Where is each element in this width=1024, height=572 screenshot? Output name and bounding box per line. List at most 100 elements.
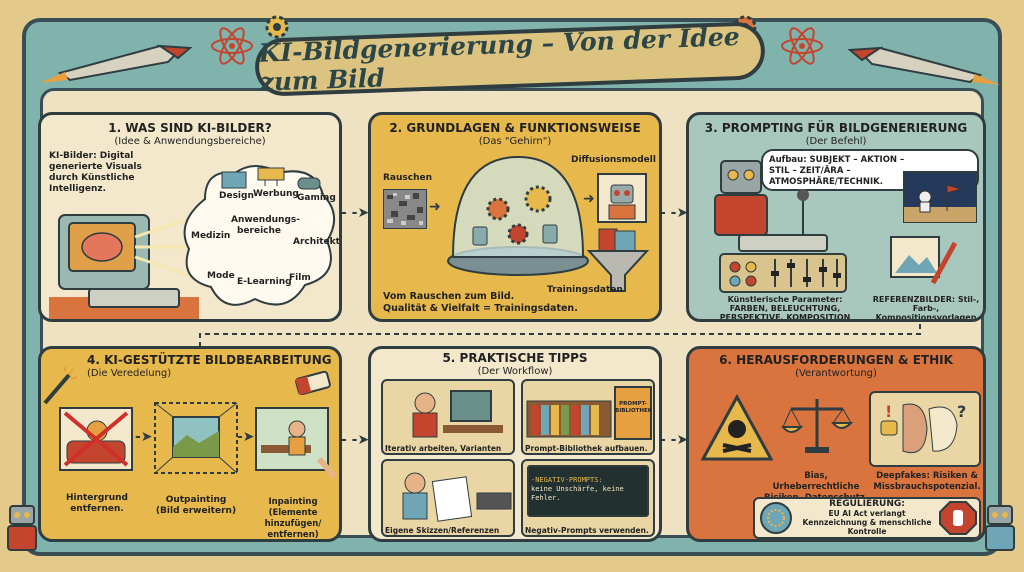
panel-subheading: (Das "Gehirn") <box>478 136 552 147</box>
area-gaming: Gaming <box>297 193 336 203</box>
bookshelf-icon <box>526 386 652 440</box>
dashed-connector <box>199 324 921 346</box>
area-advertising: Werbung <box>253 189 299 199</box>
caption-noise: Vom Rauschen zum Bild. <box>383 291 515 302</box>
gamepad-icon <box>297 177 321 190</box>
panel-ethics: 6. HERAUSFORDERUNGEN & ETHIK (Verantwort… <box>686 346 986 542</box>
area-elearning: E-Learning <box>237 277 292 287</box>
area-architecture: Architektur <box>293 237 340 247</box>
caption-quality: Qualität & Vielfalt = Trainingsdaten. <box>383 303 578 314</box>
panel-subheading: (Idee & Anwendungsbereiche) <box>114 136 266 147</box>
dashed-arrow-icon: - -➤ <box>660 432 689 448</box>
panel-subheading: (Verantwortung) <box>795 368 877 379</box>
application-cloud <box>183 165 335 306</box>
billboard-icon <box>257 167 285 186</box>
regulation-text: EU AI Act verlangt Kennzeichnung & mensc… <box>802 509 932 536</box>
panel-subheading: (Die Veredelung) <box>87 368 172 379</box>
diffusion-dome <box>447 155 589 276</box>
inpainting-label: Inpainting (Elemente hinzufügen/ entfern… <box>264 497 322 540</box>
panel-subheading: (Der Workflow) <box>477 366 553 377</box>
tip-card-negative: -NEGATIV-PROMPTS: keine Unschärfe, keine… <box>521 459 655 537</box>
gear-icon <box>265 15 289 39</box>
eu-seal-icon <box>760 502 792 534</box>
svg-text:!: ! <box>885 402 892 421</box>
svg-text:?: ? <box>957 402 966 421</box>
dashed-arrow-icon: -➤ <box>135 429 153 445</box>
reference-image-icon <box>890 236 957 285</box>
stop-hand-icon <box>939 501 977 535</box>
model-label: Diffusionsmodell <box>571 155 656 165</box>
tip-card-sketches: Eigene Skizzen/Referenzen nutzen. <box>381 459 515 537</box>
panel-heading: 2. GRUNDLAGEN & FUNKTIONSWEISE <box>389 121 641 135</box>
panel-image-editing: 4. KI-GESTÜTZTE BILDBEARBEITUNG (Die Ver… <box>38 346 342 542</box>
dashed-arrow-icon: -➤ <box>237 429 255 445</box>
panel-heading: 3. PROMPTING FÜR BILDGENERIERUNG <box>704 121 968 135</box>
area-film: Film <box>289 273 311 283</box>
book-label: PROMPT-BIBLIOTHEK <box>615 401 653 414</box>
dashed-arrow-icon: - -➤ <box>341 205 370 221</box>
definition-text: KI-Bilder: Digital generierte Visuals du… <box>49 151 142 194</box>
masks-icon: ! ? <box>880 402 966 454</box>
funnel-icon <box>586 228 650 292</box>
eraser-icon <box>295 371 331 395</box>
arrow-right-icon: ➜ <box>583 191 595 207</box>
control-panel <box>719 253 847 293</box>
tip-card-library: PROMPT-BIBLIOTHEK Prompt-Bibliothek aufb… <box>521 379 655 455</box>
panel-heading: 6. HERAUSFORDERUNGEN & ETHIK <box>719 353 953 367</box>
deepfake-card: ! ? <box>869 391 981 467</box>
person-at-computer-icon <box>412 390 503 438</box>
scales-icon <box>780 399 854 453</box>
noise-image <box>383 189 427 229</box>
inpainting-image <box>255 407 338 479</box>
panel-heading: 4. KI-GESTÜTZTE BILDBEARBEITUNG <box>87 353 332 367</box>
panel-prompting: 3. PROMPTING FÜR BILDGENERIERUNG (Der Be… <box>686 112 986 322</box>
tip-library: Prompt-Bibliothek aufbauen. <box>525 444 648 453</box>
regulation-title: REGULIERUNG: <box>829 499 905 509</box>
area-medicine: Medizin <box>191 231 231 241</box>
noise-label: Rauschen <box>383 173 433 183</box>
robot-portrait <box>597 173 647 223</box>
tip-sketches: Eigene Skizzen/Referenzen nutzen. <box>385 526 500 535</box>
retro-computer-icon <box>49 214 199 319</box>
reference-images: REFERENZBILDER: Stil-, Farb-, Kompositio… <box>872 295 980 322</box>
panel-fundamentals: 2. GRUNDLAGEN & FUNKTIONSWEISE (Das "Geh… <box>368 112 662 322</box>
robot-typing <box>714 160 828 252</box>
rocket-icon <box>847 46 1000 85</box>
code-title: -NEGATIV-PROMPTS: <box>531 476 603 484</box>
remove-background-image <box>59 407 133 471</box>
dashed-arrow-icon: - -➤ <box>660 205 689 221</box>
tip-card-iterate: Iterativ arbeiten, Varianten testen. <box>381 379 515 455</box>
rocket-icon <box>40 44 193 83</box>
tip-negative: Negativ-Prompts verwenden. <box>525 526 649 535</box>
person-with-sketch-icon <box>402 472 512 522</box>
blueprint-icon <box>221 171 247 189</box>
panel-what-are-ai-images: 1. WAS SIND KI-BILDER? (Idee & Anwendung… <box>38 112 342 322</box>
area-fashion: Mode <box>207 271 235 281</box>
area-design: Design <box>219 191 254 201</box>
robot-icon <box>985 505 1015 551</box>
terminal-window <box>527 465 649 517</box>
astronaut-picture <box>903 171 977 223</box>
atom-icon <box>211 27 253 65</box>
tip-iterate: Iterativ arbeiten, Varianten testen. <box>385 444 502 453</box>
panel-heading: 5. PRAKTISCHE TIPPS <box>442 351 588 365</box>
prompt-structure: Aufbau: SUBJEKT – AKTION – STIL – ZEIT/Ä… <box>769 155 905 187</box>
outpainting-image <box>154 402 238 474</box>
deepfake-label: Deepfakes: Risiken & Missbrauchspotenzia… <box>873 471 981 492</box>
code-text: keine Unschärfe, keine Fehler. <box>531 485 624 502</box>
artistic-parameters: Künstlerische Parameter: FARBEN, BELEUCH… <box>719 295 851 322</box>
atom-icon <box>781 27 823 65</box>
cloud-center-label: Anwendungs-bereiche <box>231 215 300 236</box>
magic-wand-icon <box>43 367 77 405</box>
dashed-arrow-icon: - -➤ <box>341 432 370 448</box>
warning-skull-icon <box>700 393 774 461</box>
remove-background-label: Hintergrund entfernen. <box>65 493 128 514</box>
panel-subheading: (Der Befehl) <box>805 136 867 147</box>
panel-practical-tips: 5. PRAKTISCHE TIPPS (Der Workflow) Itera… <box>368 346 662 542</box>
outpainting-label: Outpainting (Bild erweitern) <box>155 495 237 516</box>
panel-heading: 1. WAS SIND KI-BILDER? <box>108 121 272 135</box>
training-label: Trainingsdaten <box>547 285 623 295</box>
arrow-right-icon: ➜ <box>429 199 441 215</box>
robot-icon <box>7 505 37 551</box>
